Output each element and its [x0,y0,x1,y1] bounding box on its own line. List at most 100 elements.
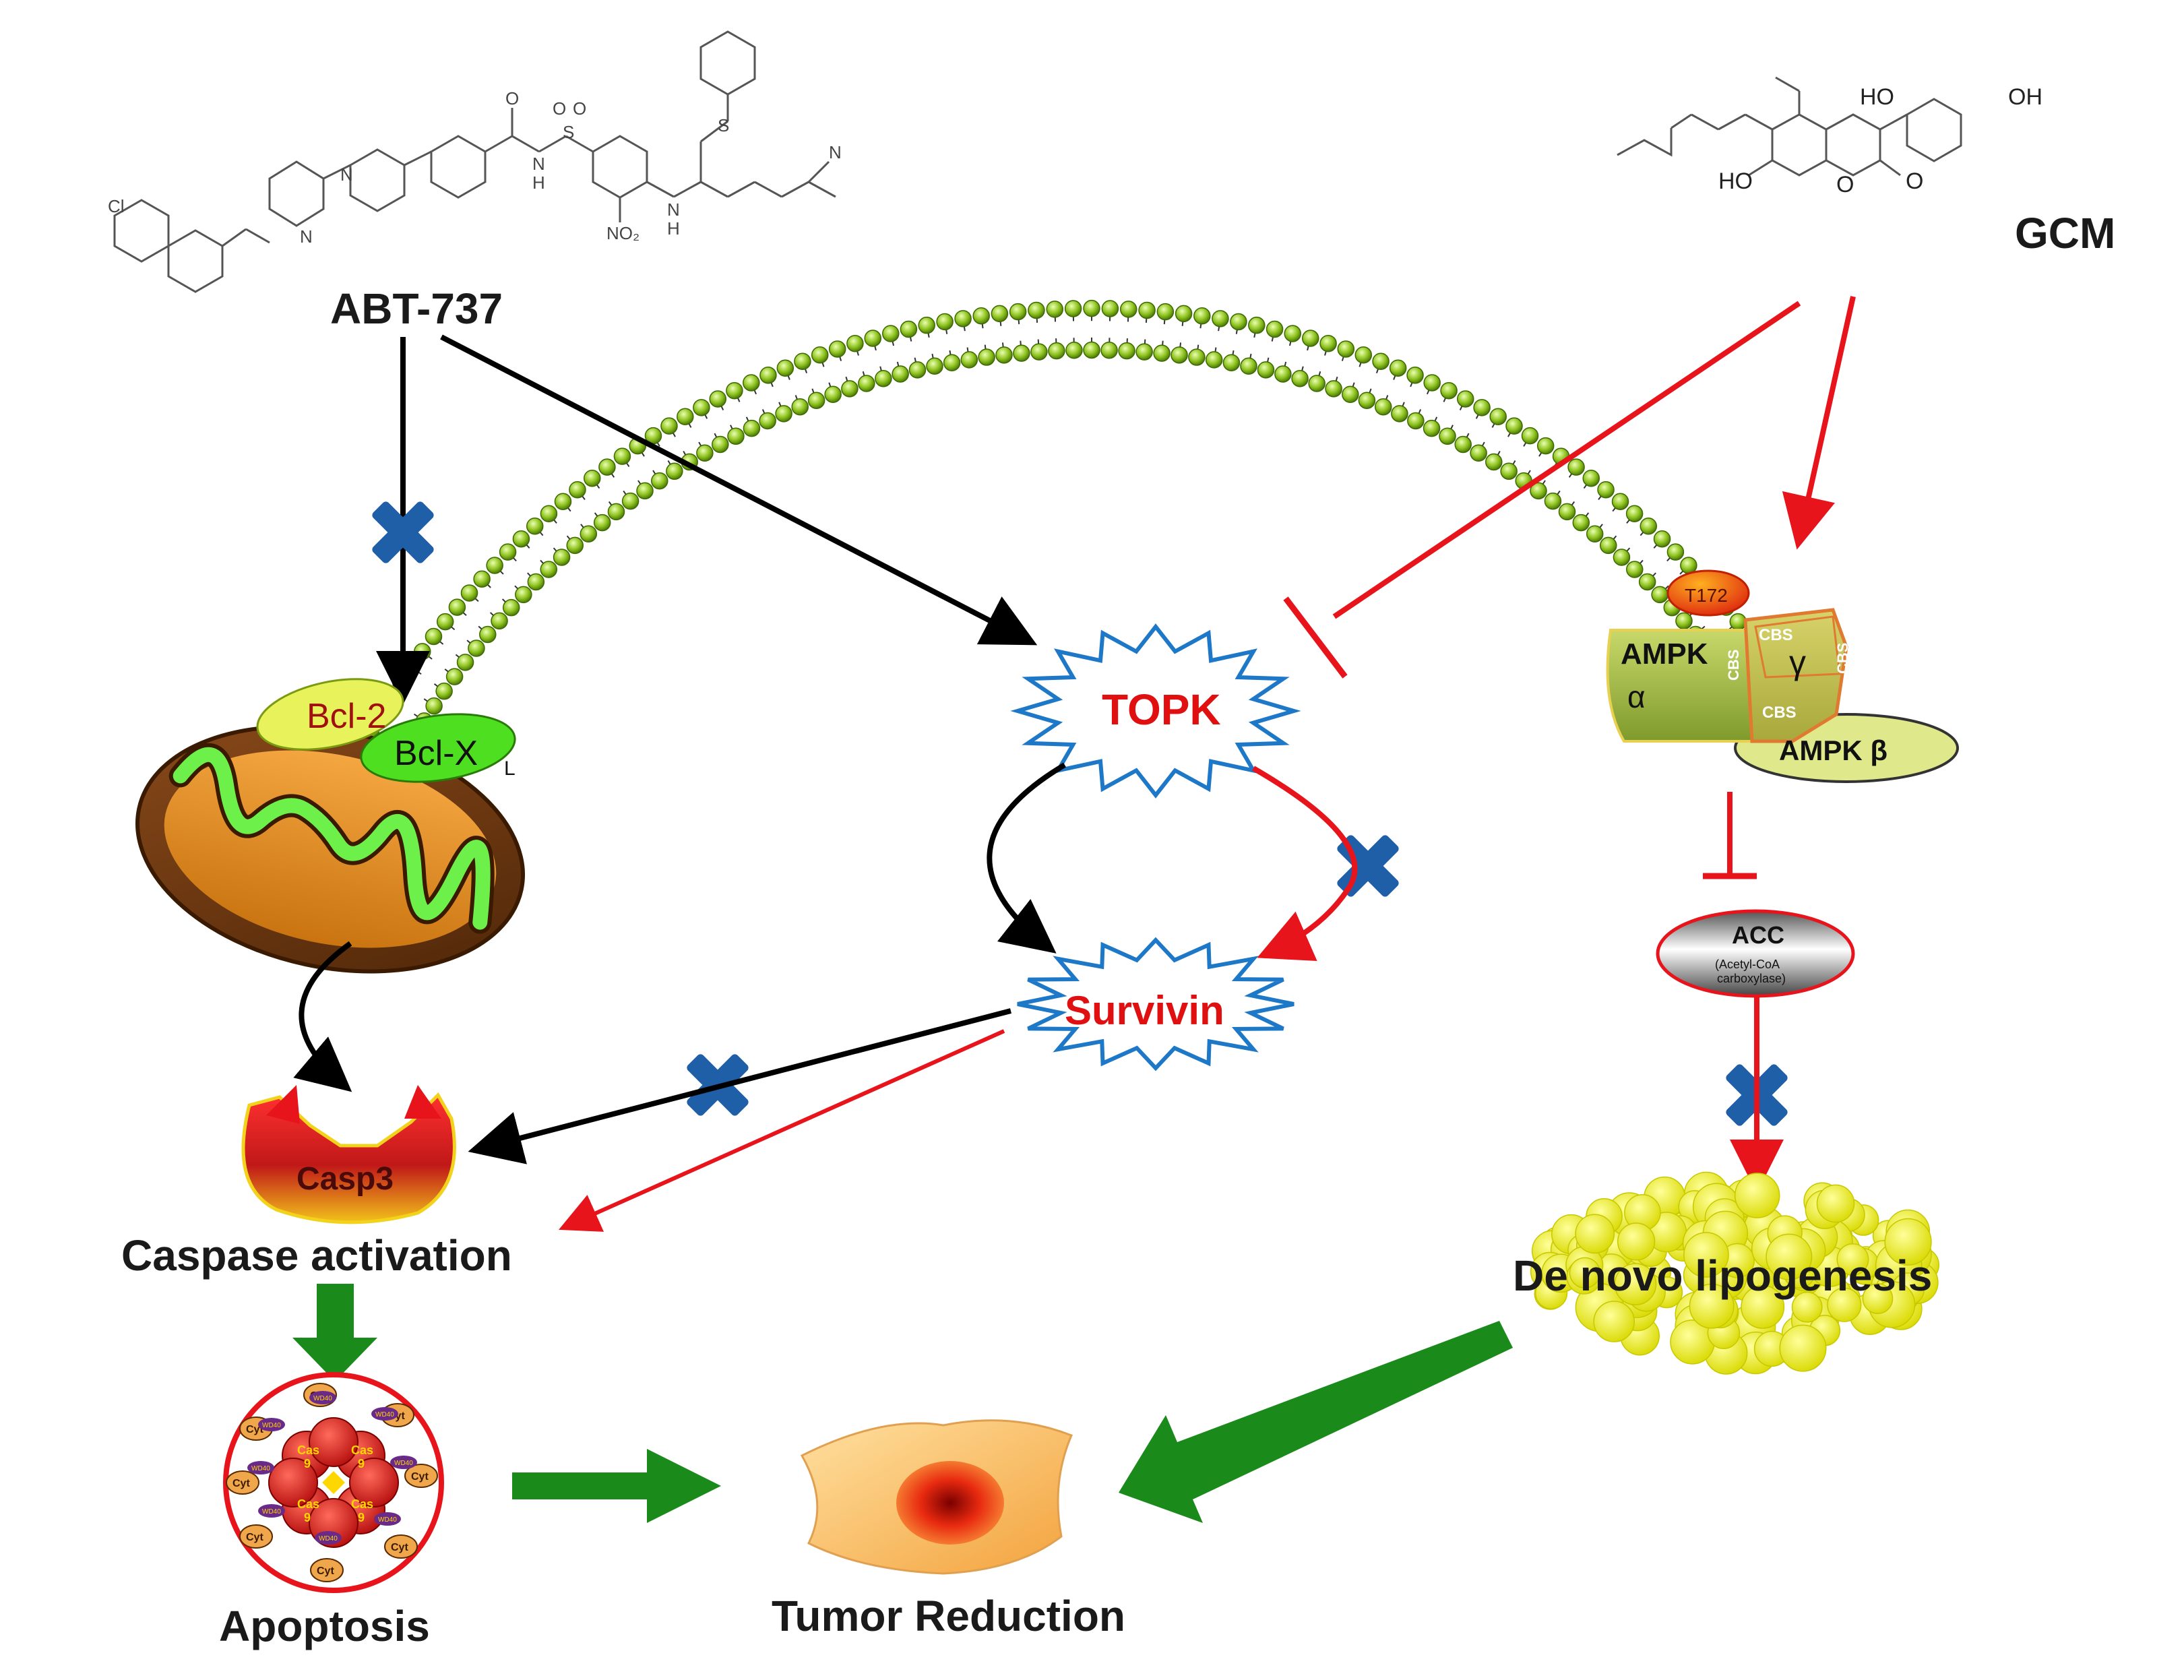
lipid-head [1545,493,1561,509]
lipid-head [937,313,953,330]
wd40-label: WD40 [262,1508,281,1516]
lipid-head [1031,344,1047,360]
gcm-label: GCM [2015,209,2115,257]
acc-node: ACC (Acetyl-CoA carboxylase) [1658,911,1853,996]
lipid-head [842,381,858,397]
lipid-head [1275,366,1291,382]
lipid-head [1407,367,1423,383]
lipid-head [500,544,516,560]
lipid-head [480,627,496,643]
wd40-label: WD40 [394,1460,413,1467]
lipid-head [792,399,808,415]
lipid-head [1028,302,1044,318]
lipid-head [1676,613,1692,629]
lipid-head [426,698,442,714]
lipid-head [910,362,926,378]
lipid-head [1474,400,1490,416]
casp3-node: Casp3 [243,1085,454,1222]
lipid-head [1667,544,1683,560]
lipid-head [425,629,441,645]
apoptosome: Cas9Cas9Cas9Cas9CytWD40CytWD40CytWD40Cyt… [226,1375,441,1590]
lipid-head [1424,375,1440,391]
lipid-head [693,400,710,416]
bcl2-label: Bcl-2 [307,697,386,736]
lipid-head [1121,301,1137,317]
lipid-head [697,445,713,461]
lipid-head [474,571,490,587]
lipid-head [1522,428,1538,444]
lipid-head [1223,354,1239,371]
lipid-head [1136,344,1152,360]
ampk-beta-label: AMPK β [1779,735,1887,766]
lipid-droplet [1817,1185,1854,1222]
survivin-label: Survivin [1065,988,1224,1033]
lipid-head [1065,301,1082,317]
lipid-droplet [1780,1325,1826,1371]
topk-to-survivin-red-arrow [1253,768,1354,954]
lipid-head [1375,399,1392,415]
gcm-o-carbonyl: O [1906,168,1923,194]
lipid-head [996,347,1012,363]
lipid-head [1490,408,1506,425]
abt-s2-label: S [563,122,574,142]
cbs-label-bottom: CBS [1762,704,1797,722]
lipid-head [540,561,557,578]
gcm-inhibits-topk-bar [1286,598,1345,677]
lipid-head [1154,345,1170,361]
lipid-head [1066,342,1082,359]
lipid-head [437,614,454,630]
lipid-head [1119,343,1135,359]
lipid-head [436,683,452,699]
lipid-head [1681,557,1697,573]
lipid-head [1249,317,1265,334]
cyt-label: Cyt [317,1565,334,1577]
abt-h1-label: H [667,218,680,239]
survivin-to-caspase-red-arrow [566,1031,1004,1226]
lipid-head [599,459,615,475]
abt-cl-label: Cl [108,196,125,216]
bclxl-subscript: L [504,757,516,780]
lipid-head [847,336,863,352]
lipid-head [726,383,743,399]
lipid-head [491,613,507,629]
wd40-label: WD40 [378,1516,397,1524]
lipid-head [978,349,995,365]
lipid-head [666,463,683,479]
lipid-head [661,418,677,434]
abt-o1-label: O [505,88,519,108]
wd40-label: WD40 [313,1395,332,1402]
lipid-head [449,599,465,615]
lipid-head [1424,421,1440,437]
wd40-label: WD40 [319,1535,338,1543]
lipid-head [1501,463,1517,479]
lipid-head [859,375,875,392]
acc-label: ACC [1732,921,1784,949]
lipid-head [712,437,728,453]
lipid-head [652,473,668,489]
lipid-head [1292,371,1308,387]
lipid-head [944,354,960,371]
abt-h2-label: H [532,173,545,193]
abt737-label: ABT-737 [330,284,503,333]
lipid-head [809,392,825,408]
lipid-head [513,531,529,547]
lipid-head [1598,482,1614,498]
abt737-structure: Cl N N O N H S O O NO₂ N H S N [108,32,842,292]
cbs-label-left: CBS [1725,650,1742,681]
lipid-head [1013,345,1030,361]
cbs-label-top: CBS [1759,626,1793,644]
cas9-label: Cas [297,1497,319,1511]
lipid-head [1320,336,1336,352]
lipid-head [677,408,693,425]
lipid-head [961,352,977,368]
lipid-head [776,406,792,422]
lipid-head [458,654,474,671]
lipid-head [777,360,793,376]
lipid-head [1568,459,1584,475]
survivin-to-casp3-black-arrow [478,1011,1011,1149]
cas9-label: Cas [351,1443,373,1457]
gcm-o-ring: O [1836,172,1854,197]
lipid-head [760,367,776,383]
caspase-to-apoptosis-arrow [292,1284,377,1381]
lipid-head [883,325,899,342]
